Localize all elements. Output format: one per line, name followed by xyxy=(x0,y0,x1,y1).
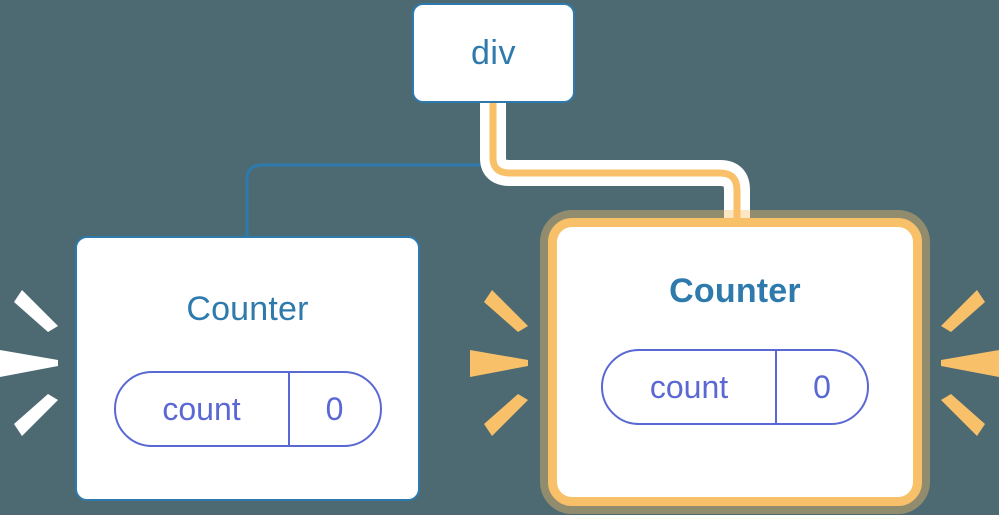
ray-orange-center-lower xyxy=(484,394,528,436)
ray-white-lower xyxy=(14,394,58,436)
node-div-label: div xyxy=(471,33,516,72)
ray-orange-right-middle xyxy=(941,350,999,377)
edge-div-to-counter-right-halo xyxy=(480,103,750,232)
counter-left-state-key: count xyxy=(162,390,241,427)
node-counter-right[interactable]: Counter count 0 xyxy=(548,218,922,506)
counter-right-state-key: count xyxy=(649,368,729,405)
edge-div-to-counter-right xyxy=(489,103,741,232)
ray-white-middle xyxy=(0,350,58,377)
counter-left-title: Counter xyxy=(186,290,309,328)
sparkle-rays-orange-right xyxy=(941,290,999,436)
counter-right-state-value: 0 xyxy=(775,351,867,423)
sparkle-rays-white-left xyxy=(0,290,58,436)
counter-left-state-value: 0 xyxy=(287,373,380,445)
ray-white-upper xyxy=(14,290,58,332)
ray-orange-right-lower xyxy=(941,394,985,436)
counter-right-state-badge: count 0 xyxy=(601,349,869,425)
counter-left-state-badge: count 0 xyxy=(113,371,382,447)
node-counter-left[interactable]: Counter count 0 xyxy=(75,236,420,501)
counter-right-title: Counter xyxy=(669,272,801,310)
sparkle-rays-orange-center xyxy=(470,290,528,436)
ray-orange-center-upper xyxy=(484,290,528,332)
node-div[interactable]: div xyxy=(412,3,575,103)
ray-orange-right-upper xyxy=(941,290,985,332)
edge-div-to-counter-left xyxy=(245,101,495,240)
ray-orange-center-middle xyxy=(470,350,528,377)
